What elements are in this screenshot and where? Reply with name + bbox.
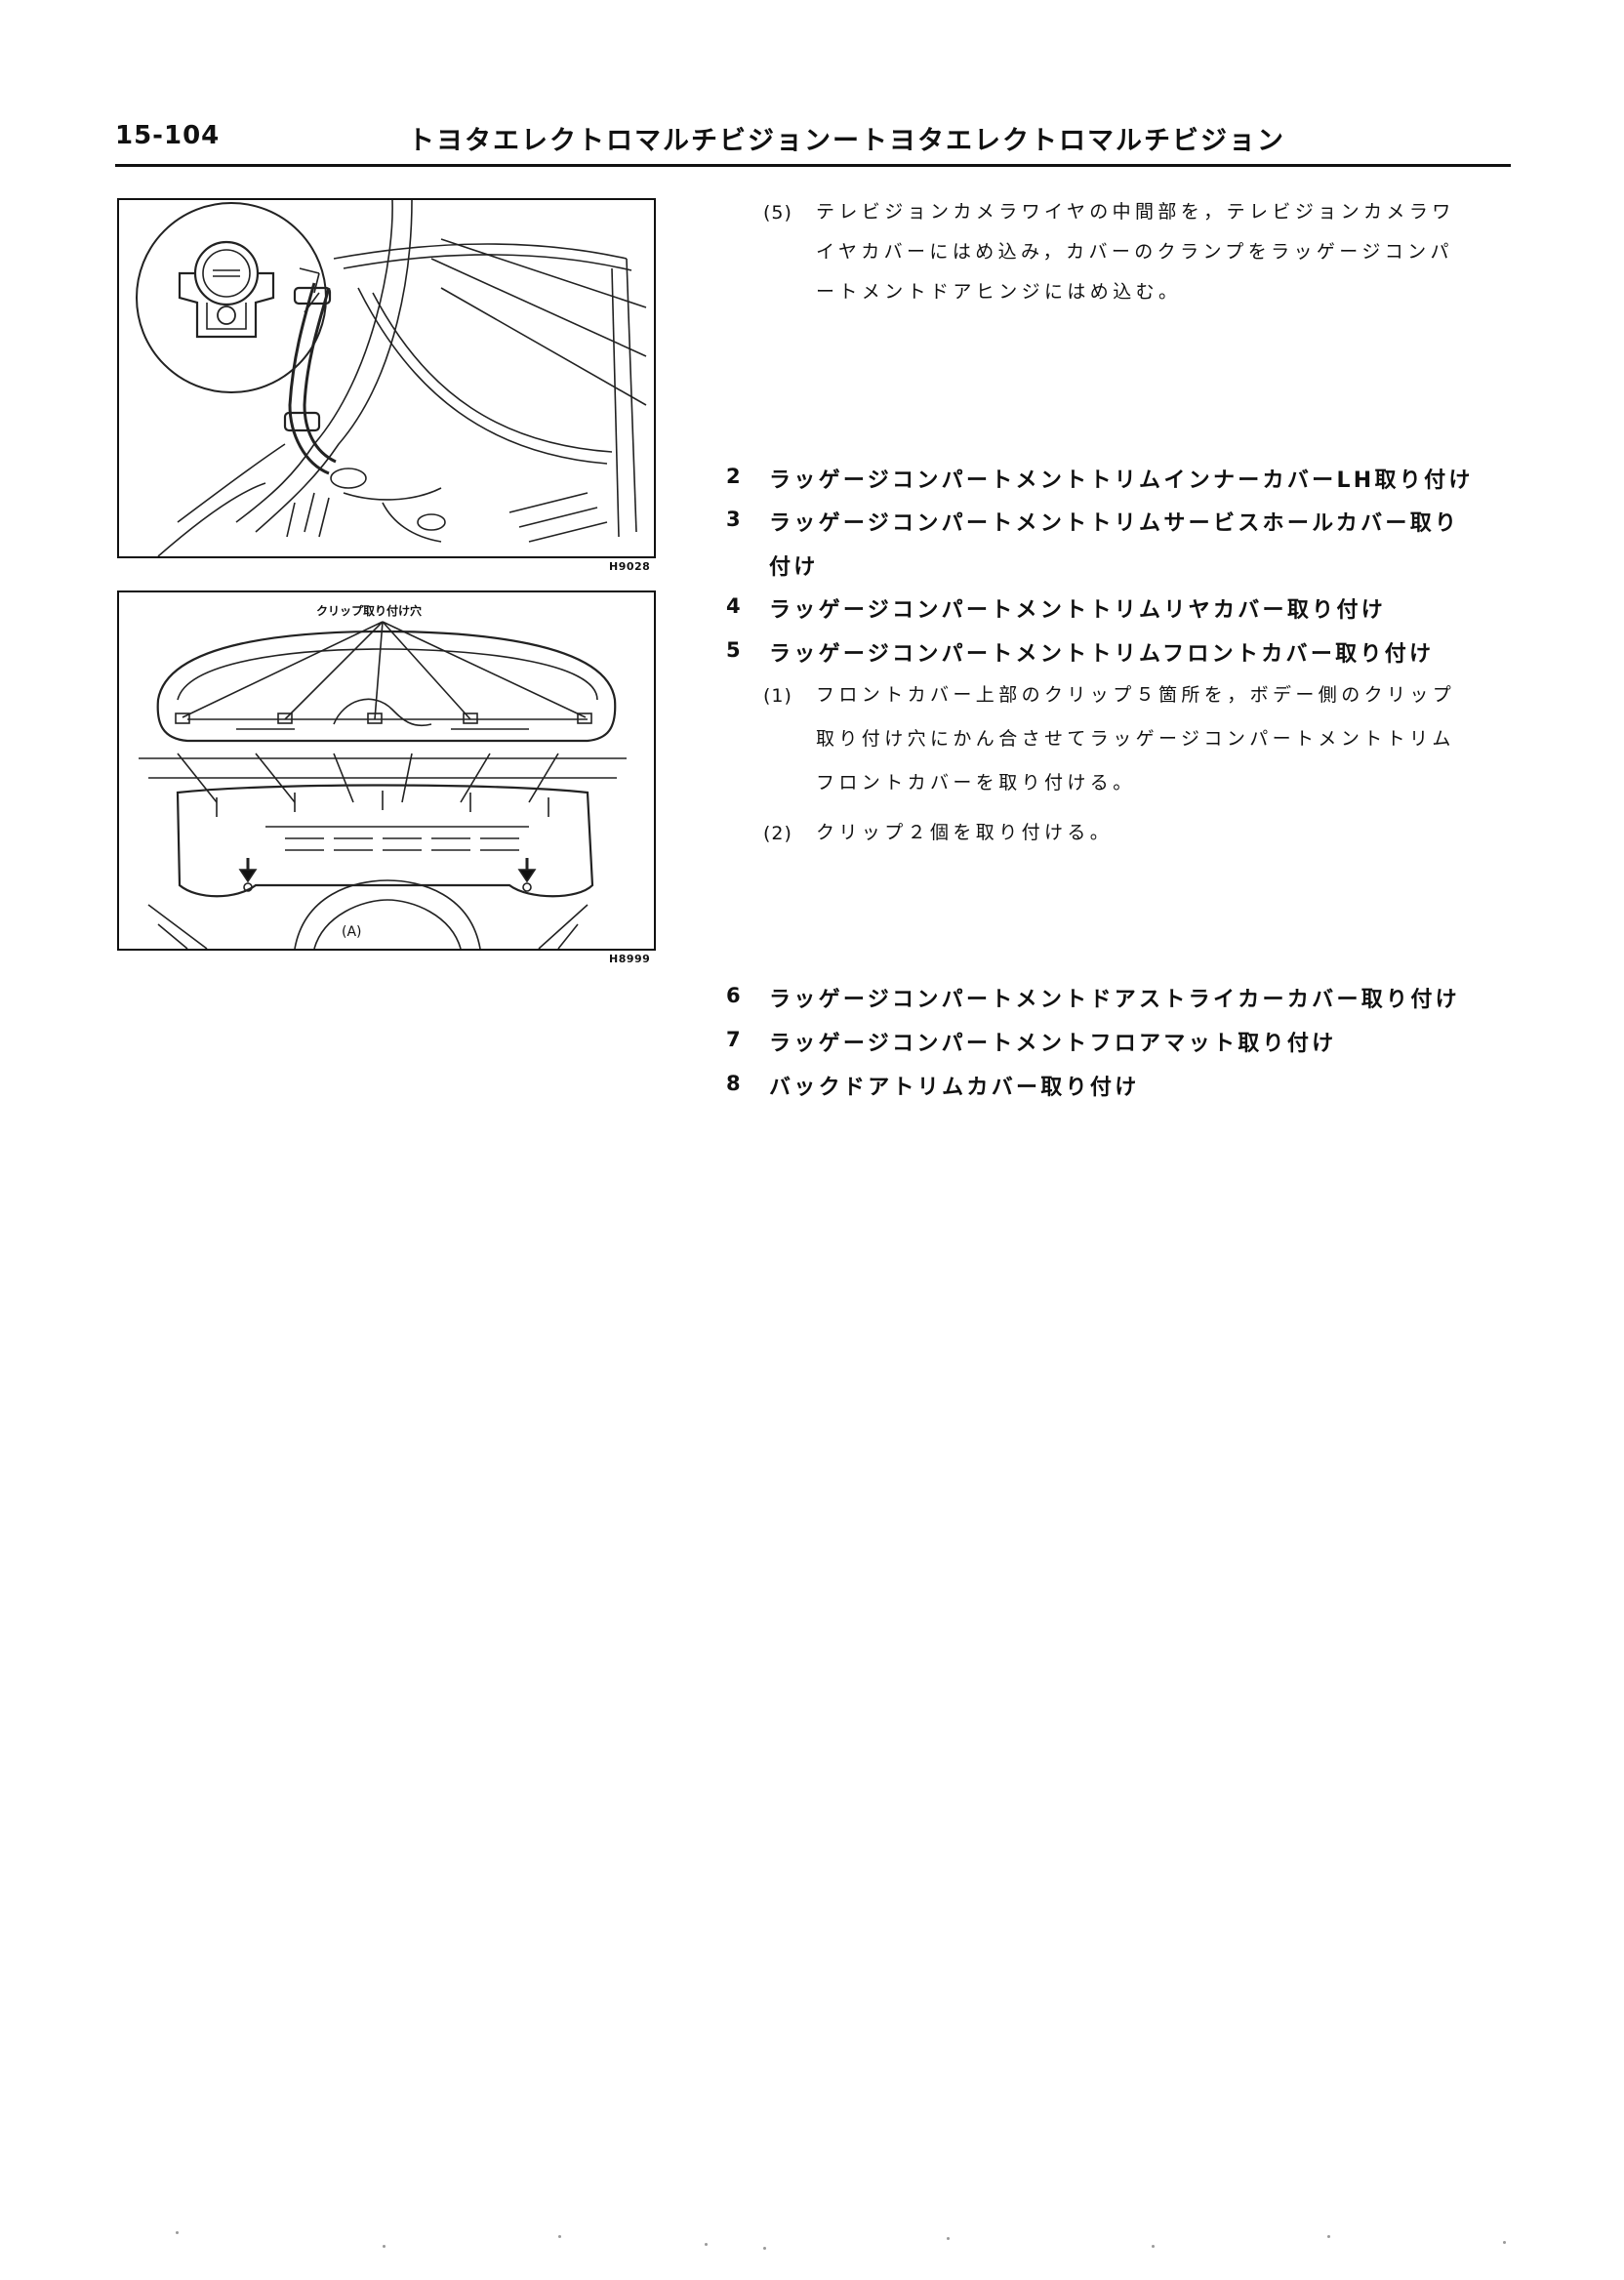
chapter-title: トヨタエレクトロマルチビジョンートヨタエレクトロマルチビジョン xyxy=(408,126,1285,156)
step-number: 6 xyxy=(726,984,741,1007)
page-header: 15-104 トヨタエレクトロマルチビジョンートヨタエレクトロマルチビジョン xyxy=(115,115,1511,167)
substep-number: (2) xyxy=(763,823,792,844)
step-number: 4 xyxy=(726,594,741,618)
intro-step-number: (5) xyxy=(763,202,792,224)
camera-wire-illustration xyxy=(136,200,647,556)
intro-step-line: ートメントドアヒンジにはめ込む。 xyxy=(816,281,1182,303)
page-number: 15-104 xyxy=(115,121,221,150)
intro-step-line: イヤカバーにはめ込み，カバーのクランプをラッゲージコンパ xyxy=(816,241,1453,263)
step-number: 3 xyxy=(726,508,741,531)
intro-step-line: テレビジョンカメラワイヤの中間部を，テレビジョンカメラワ xyxy=(816,201,1455,223)
step-title: ラッゲージコンパートメントドアストライカーカバー取り付け xyxy=(769,988,1460,1012)
figure-code: H8999 xyxy=(609,953,651,965)
figure-front-cover-clips: クリップ取り付け穴 xyxy=(117,590,656,951)
step-number: 2 xyxy=(726,465,741,488)
step-title: バックドアトリムカバー取り付け xyxy=(769,1076,1140,1100)
scan-speck xyxy=(1152,2245,1155,2248)
step-title: ラッゲージコンパートメントフロアマット取り付け xyxy=(769,1032,1337,1056)
step-title: ラッゲージコンパートメントトリムサービスホールカバー取り xyxy=(769,511,1460,536)
step-title: ラッゲージコンパートメントトリムリヤカバー取り付け xyxy=(769,598,1387,623)
scan-speck xyxy=(947,2237,950,2240)
trunk-cover-illustration xyxy=(139,621,627,949)
scan-speck xyxy=(1503,2241,1506,2244)
step-number: 8 xyxy=(726,1072,741,1095)
substep-line: フロントカバーを取り付ける。 xyxy=(816,772,1136,794)
step-number: 7 xyxy=(726,1028,741,1051)
clip-hole-label: クリップ取り付け穴 xyxy=(316,604,423,618)
substep-number: (1) xyxy=(763,685,792,707)
scan-speck xyxy=(705,2243,708,2246)
step-title: 付け xyxy=(769,555,819,580)
step-title: ラッゲージコンパートメントトリムフロントカバー取り付け xyxy=(769,642,1435,667)
figure-code: H9028 xyxy=(609,560,651,573)
scan-speck xyxy=(558,2235,561,2238)
step-title: ラッゲージコンパートメントトリムインナーカバーLH取り付け xyxy=(769,468,1474,493)
substep-line: クリップ２個を取り付ける。 xyxy=(816,822,1114,843)
substep-line: フロントカバー上部のクリップ５箇所を，ボデー側のクリップ xyxy=(816,684,1456,706)
substep-line: 取り付け穴にかん合させてラッゲージコンパートメントトリム xyxy=(816,728,1455,750)
scan-speck xyxy=(763,2247,766,2250)
figure-camera-wire-cover xyxy=(117,198,656,558)
mark-a-label: (A) xyxy=(342,924,362,940)
scan-speck xyxy=(383,2245,386,2248)
step-number: 5 xyxy=(726,638,741,662)
scan-speck xyxy=(176,2231,179,2234)
scan-speck xyxy=(1327,2235,1330,2238)
